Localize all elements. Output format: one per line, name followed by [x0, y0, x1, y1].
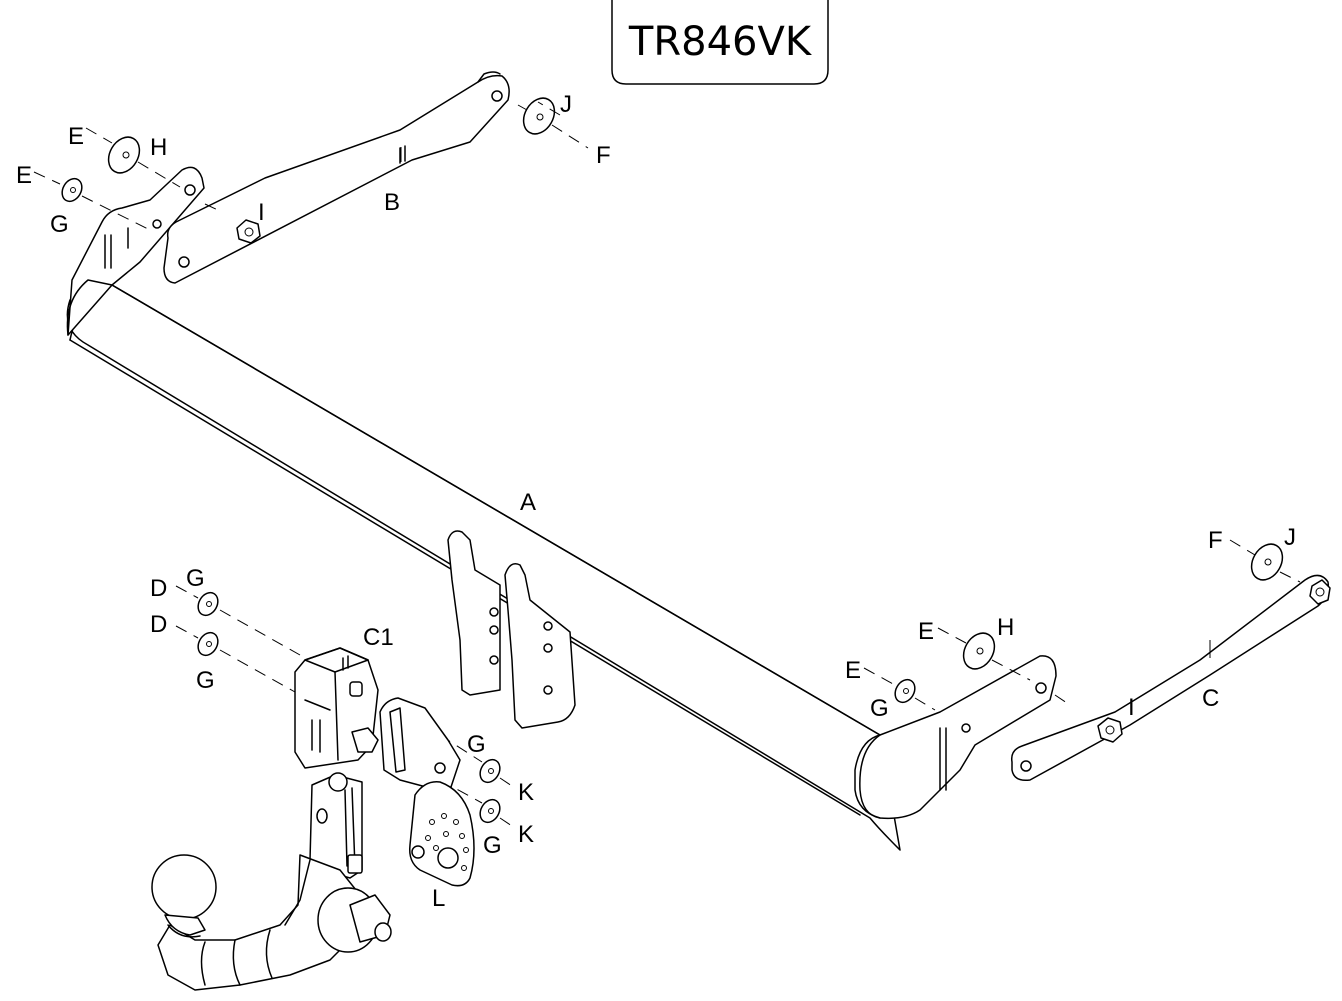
label-a: A — [520, 489, 536, 516]
centre-bracket-left — [447, 530, 501, 696]
crossbar-a — [66, 284, 901, 851]
leader-ticks — [400, 147, 1211, 658]
label-d-lower: D — [150, 611, 167, 638]
label-b: B — [384, 189, 400, 216]
label-e-top-left: E — [68, 123, 84, 150]
label-c1: C1 — [363, 624, 394, 651]
washers — [61, 97, 1284, 824]
label-h-left: H — [150, 134, 167, 161]
label-i-b: I — [258, 199, 265, 226]
label-j-top: J — [560, 91, 572, 118]
socket-plate-l — [379, 697, 475, 887]
label-l: L — [432, 885, 445, 912]
side-arm-b — [163, 71, 510, 284]
label-g-left: G — [50, 211, 69, 238]
part-labels: A B C C1 D D E E E E F F G G G G G G H H… — [16, 91, 1296, 912]
label-g-right: G — [870, 695, 889, 722]
model-code: TR846VK — [628, 19, 813, 65]
right-end-bracket — [854, 655, 1057, 820]
title-box: TR846VK — [611, 0, 829, 85]
label-g-d-upper: G — [186, 565, 205, 592]
label-e-right-upper: E — [918, 618, 934, 645]
label-e-right-lower: E — [845, 657, 861, 684]
coupling-mount-c1 — [294, 647, 379, 769]
label-k-lower: K — [518, 821, 534, 848]
label-g-k-upper: G — [467, 731, 486, 758]
label-j-right: J — [1284, 524, 1296, 551]
centre-bracket-right — [504, 563, 576, 729]
label-i-c: I — [1128, 694, 1135, 721]
label-e-left: E — [16, 162, 32, 189]
assembly-lines — [33, 101, 1301, 829]
side-arm-c — [1010, 574, 1331, 782]
tow-ball-assembly — [151, 772, 392, 991]
label-c: C — [1202, 685, 1219, 712]
label-g-d-lower: G — [196, 667, 215, 694]
label-k-upper: K — [518, 779, 534, 806]
label-f-top: F — [596, 142, 611, 169]
label-g-k-lower: G — [483, 832, 502, 859]
label-h-right: H — [997, 614, 1014, 641]
label-d-upper: D — [150, 575, 167, 602]
left-end-bracket — [66, 166, 205, 336]
label-f-right: F — [1208, 527, 1223, 554]
